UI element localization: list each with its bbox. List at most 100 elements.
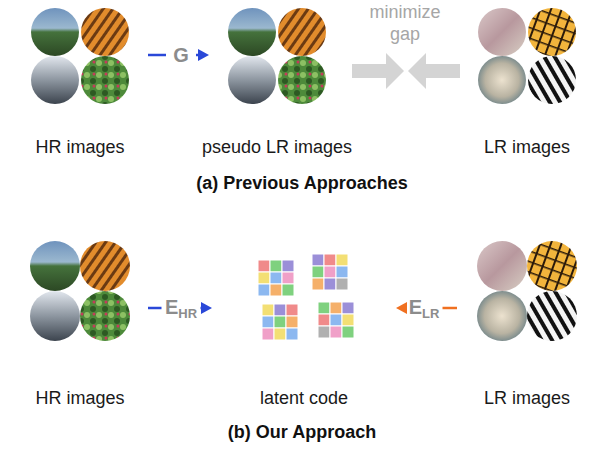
- cloud-shape: [209, 4, 345, 108]
- cloud-lobe: [19, 295, 68, 345]
- cloud-lobe: [16, 6, 67, 55]
- cloud-lobe: [485, 16, 569, 95]
- cloud-label: LR images: [484, 136, 570, 158]
- cloud-lobe: [209, 40, 248, 78]
- cloud-lobe: [216, 60, 265, 107]
- cloud-label: latent code: [260, 387, 348, 409]
- cloud-lobe: [90, 238, 144, 294]
- symbol-letter: E: [409, 296, 422, 318]
- cloud-lobe: [539, 294, 591, 346]
- cloud-lobe: [485, 249, 569, 333]
- code-grid: [258, 260, 294, 296]
- connector-line: [443, 307, 458, 310]
- photo: [30, 291, 80, 341]
- code-grid: [312, 254, 348, 290]
- cloud-shape: [457, 4, 597, 108]
- photo: [81, 56, 129, 104]
- cloud-shape: [457, 236, 597, 346]
- cloud-lobe: [278, 304, 336, 350]
- connector-line: [148, 307, 162, 310]
- image-cloud: LR images: [457, 4, 597, 158]
- image-cloud: HR images: [12, 4, 148, 158]
- cloud-lobe: [457, 40, 497, 78]
- cloud-lobe: [507, 66, 551, 108]
- photo: [528, 56, 576, 104]
- lr-photos: [478, 8, 576, 104]
- trapezoid-outline: [406, 283, 442, 334]
- cloud-lobe: [537, 6, 593, 59]
- latent-grids: [258, 254, 354, 340]
- trapezoid-outline: [167, 31, 196, 80]
- cloud-lobe: [39, 249, 121, 333]
- cloud-lobe: [457, 274, 497, 314]
- gap-arrow: [352, 53, 404, 89]
- connector: [443, 308, 458, 309]
- cloud-lobe: [557, 40, 597, 78]
- panel-caption: (b) Our Approach: [228, 421, 376, 443]
- cloud-label: HR images: [35, 387, 124, 409]
- cloud-lobe: [258, 66, 301, 108]
- gap-note: minimize gap: [355, 1, 455, 45]
- photo: [228, 56, 276, 104]
- connector: [196, 49, 209, 61]
- cloud-lobe: [503, 4, 551, 49]
- image-cloud: HR images: [12, 236, 148, 409]
- arrowhead: [198, 49, 209, 61]
- cloud-lobe: [39, 16, 121, 95]
- photo: [31, 56, 79, 104]
- cloud-lobe: [464, 60, 514, 107]
- lr-photos: [477, 241, 577, 341]
- network-trapezoid: G: [166, 30, 196, 80]
- cloud-lobe: [236, 16, 318, 95]
- cloud-lobe: [90, 6, 144, 59]
- cloud-label: HR images: [35, 136, 124, 158]
- photo: [80, 241, 130, 291]
- photo: [30, 241, 80, 291]
- arrowhead: [201, 302, 212, 314]
- network-trapezoid: EHR: [162, 282, 201, 334]
- connector: [148, 308, 162, 309]
- image-cloud: LR images: [457, 236, 597, 409]
- photo: [31, 8, 79, 56]
- photo: [278, 56, 326, 104]
- pseudo-lr-photos: [228, 8, 326, 104]
- cloud-lobe: [212, 274, 265, 316]
- cloud-lobe: [503, 236, 551, 284]
- cloud-label: LR images: [484, 387, 570, 409]
- photo: [278, 8, 326, 56]
- photo: [527, 291, 577, 341]
- photo: [228, 8, 276, 56]
- cloud-lobe: [320, 295, 388, 350]
- cloud-lobe: [19, 60, 68, 107]
- photo: [478, 56, 526, 104]
- symbol-letter: G: [173, 44, 189, 66]
- photo: [527, 241, 577, 291]
- cloud-lobe: [272, 234, 335, 285]
- cloud-lobe: [557, 274, 597, 314]
- trapezoid-text: G: [173, 45, 189, 65]
- cloud-lobe: [61, 66, 104, 108]
- cloud-lobe: [217, 236, 285, 291]
- cloud-lobe: [16, 238, 67, 290]
- cloud-lobe: [57, 236, 104, 284]
- image-cloud: pseudo LR images: [199, 4, 356, 158]
- cloud-lobe: [507, 302, 551, 346]
- cloud-shape: [12, 4, 148, 108]
- network-trapezoid: ELR: [406, 282, 443, 334]
- cloud-lobe: [109, 274, 148, 314]
- hr-photos: [31, 8, 129, 104]
- cloud-lobe: [287, 6, 341, 59]
- photo: [478, 8, 526, 56]
- cloud-lobe: [539, 59, 591, 108]
- trapezoid-text: ELR: [409, 297, 440, 320]
- cloud-lobe: [249, 248, 359, 337]
- cloud-lobe: [306, 40, 345, 78]
- cloud-lobe: [464, 295, 514, 345]
- code-grid: [262, 304, 298, 340]
- photo: [477, 241, 527, 291]
- cloud-lobe: [537, 238, 593, 294]
- cloud-lobe: [92, 294, 143, 346]
- cloud-lobe: [109, 40, 148, 78]
